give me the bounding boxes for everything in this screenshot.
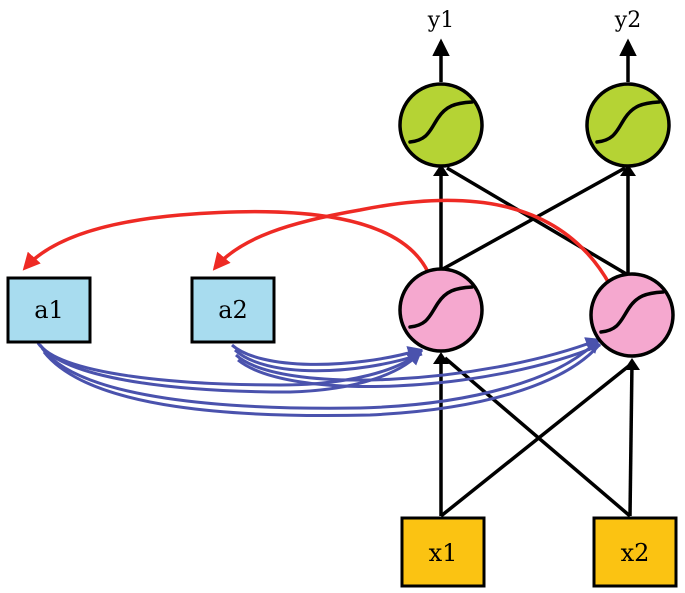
edge-h2-y1 bbox=[446, 166, 629, 277]
context-box-a2-rect bbox=[190, 276, 276, 344]
context-arrow-a1-h2 bbox=[40, 337, 601, 410]
output-label-y2: y2 bbox=[614, 8, 641, 33]
feedback-arrows bbox=[22, 198, 612, 286]
context-arrow-a2-h2-b bbox=[237, 343, 601, 388]
hidden-input-arrowheads bbox=[433, 164, 640, 370]
output-arrows bbox=[432, 38, 637, 82]
sigmoid-icon bbox=[595, 100, 661, 144]
context-arrow-a2-h1 bbox=[231, 343, 423, 366]
context-arrow-a2-h1-b bbox=[233, 348, 423, 373]
input-label-x1: x1 bbox=[429, 539, 458, 567]
context-label-a1: a1 bbox=[34, 296, 64, 324]
arrowhead-into-y2 bbox=[620, 164, 636, 176]
edge-x2-h2 bbox=[628, 361, 634, 517]
sigmoid-icon bbox=[408, 100, 474, 144]
output-label-y1: y1 bbox=[427, 8, 454, 33]
context-box-a2: a2 bbox=[190, 276, 276, 344]
edge-x2-h1 bbox=[443, 356, 632, 518]
context-arrow-a1-h2-b bbox=[42, 343, 602, 418]
input-box-x1-rect bbox=[400, 516, 486, 588]
edge-x1-h2 bbox=[439, 363, 632, 518]
hidden-node-h1 bbox=[398, 267, 484, 353]
output-node-y1-circle bbox=[398, 82, 484, 168]
feedback-arrow-h2-a2 bbox=[212, 198, 612, 286]
context-box-a1-rect bbox=[6, 276, 92, 344]
input-box-x1: x1 bbox=[400, 516, 486, 588]
sigmoid-icon bbox=[599, 290, 665, 334]
hidden-node-h1-circle bbox=[398, 267, 484, 353]
hidden-node-h2 bbox=[589, 272, 675, 358]
output-node-y2 bbox=[585, 82, 671, 168]
context-arrow-a2-h2 bbox=[234, 337, 601, 382]
input-box-x2-rect bbox=[592, 516, 678, 588]
context-box-a1: a1 bbox=[6, 276, 92, 344]
input-hidden-connections bbox=[439, 356, 634, 518]
hidden-output-connections bbox=[439, 166, 630, 277]
context-arrows bbox=[36, 337, 602, 418]
sigmoid-icon bbox=[408, 285, 474, 329]
output-node-y2-circle bbox=[585, 82, 671, 168]
input-box-x2: x2 bbox=[592, 516, 678, 588]
hidden-node-h2-circle bbox=[589, 272, 675, 358]
context-label-a2: a2 bbox=[218, 296, 248, 324]
arrowhead-into-h2 bbox=[624, 358, 640, 370]
feedback-arrow-h1-a1 bbox=[22, 209, 430, 273]
arrowhead-into-h1 bbox=[433, 352, 449, 364]
context-arrow-a1-h1 bbox=[36, 342, 423, 387]
context-arrow-a1-h1-b bbox=[38, 344, 424, 394]
input-label-x2: x2 bbox=[621, 539, 650, 567]
output-node-y1 bbox=[398, 82, 484, 168]
arrowhead-into-y1 bbox=[433, 164, 449, 176]
